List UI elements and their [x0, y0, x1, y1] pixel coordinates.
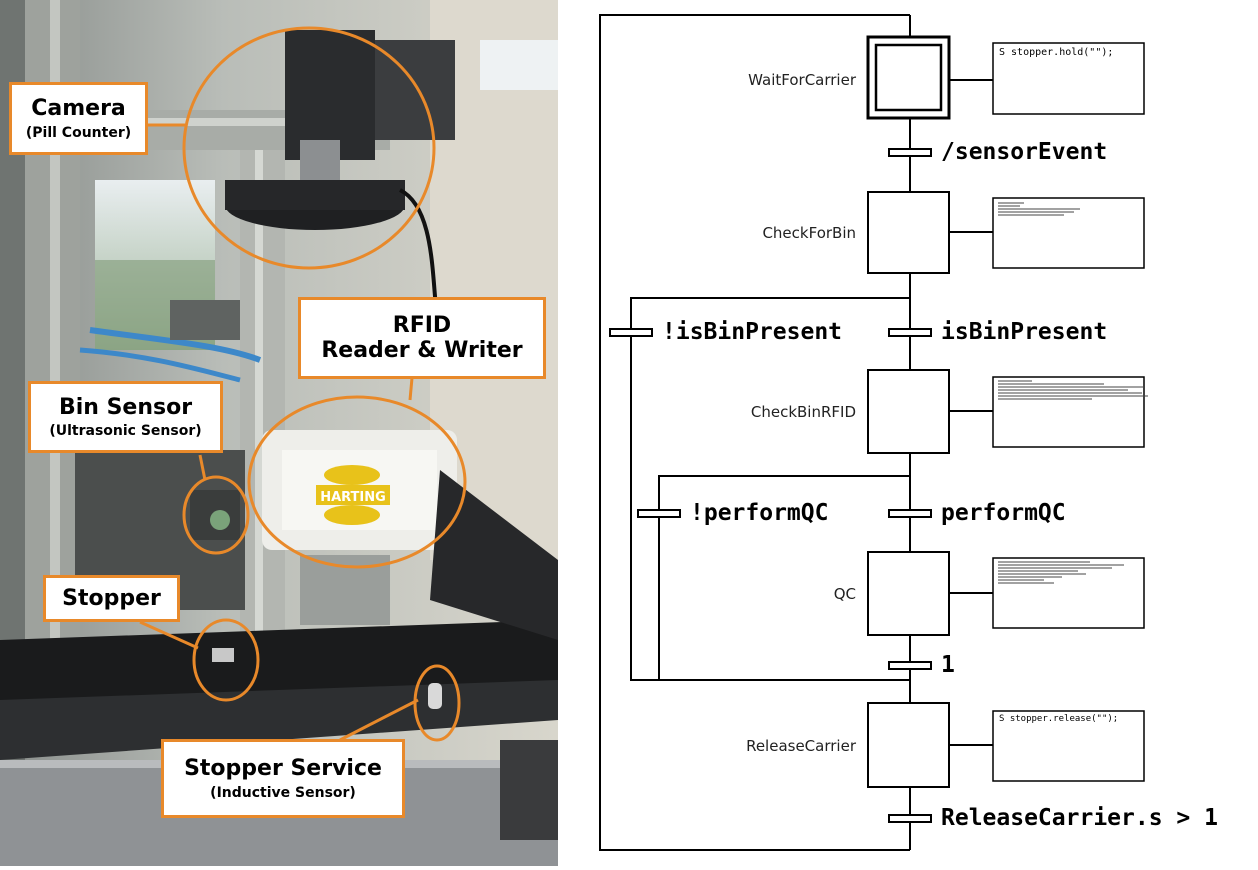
step-qc — [867, 551, 950, 636]
transition-bar-performqc — [888, 509, 932, 518]
camera-highlight — [182, 26, 436, 270]
branch-isbinpresent — [630, 297, 910, 681]
reader-brand-text: HARTING — [320, 490, 386, 505]
transition-bar-not-performqc — [637, 509, 681, 518]
action-box-checkforbin — [992, 197, 1145, 269]
transition-isbinpresent: isBinPresent — [941, 319, 1108, 345]
machine-photo: HARTING Camera (Pill Counter) RFID — [0, 0, 558, 866]
rfid-highlight — [247, 395, 467, 569]
step-label-qc: QC — [833, 585, 856, 603]
transition-one: 1 — [941, 652, 955, 678]
transition-bar-sensorevent — [888, 148, 932, 157]
transition-not-isbinpresent: !isBinPresent — [662, 319, 843, 345]
stopper-service-label: Stopper Service (Inductive Sensor) — [161, 739, 405, 818]
camera-title: Camera — [31, 96, 126, 122]
step-checkforbin — [867, 191, 950, 274]
action-box-checkbinrfid — [992, 376, 1145, 448]
rfid-label: RFID Reader & Writer — [298, 297, 546, 379]
bin-sensor-subtitle: (Ultrasonic Sensor) — [49, 423, 202, 440]
transition-not-performqc: !performQC — [690, 500, 829, 526]
bin-sensor-title: Bin Sensor — [58, 394, 193, 420]
camera-subtitle: (Pill Counter) — [25, 124, 132, 141]
transition-bar-one — [888, 661, 932, 670]
outer-frame — [599, 14, 910, 851]
stopper-service-title: Stopper Service — [184, 756, 382, 782]
action-box-qc — [992, 557, 1145, 629]
step-label-checkforbin: CheckForBin — [762, 224, 856, 242]
rfid-line2: Reader & Writer — [321, 338, 523, 363]
step-label-waitforcarrier: WaitForCarrier — [748, 71, 856, 89]
action-releasecarrier: S stopper.release(""); — [999, 714, 1119, 724]
transition-bar-isbinpresent — [888, 328, 932, 337]
photo-illustration: HARTING — [0, 0, 558, 866]
stopper-label: Stopper — [43, 575, 180, 622]
bin-sensor-label: Bin Sensor (Ultrasonic Sensor) — [28, 381, 223, 453]
step-checkbinrfid — [867, 369, 950, 454]
sfc-graphics — [599, 14, 1148, 851]
step-releasecarrier — [867, 702, 950, 788]
bin-sensor-highlight — [182, 475, 250, 555]
stopper-highlight — [192, 618, 260, 702]
transition-performqc: performQC — [941, 500, 1066, 526]
stopper-title: Stopper — [62, 585, 161, 611]
transition-bar-releasecarrier — [888, 814, 932, 823]
transition-sensorevent: /sensorEvent — [941, 139, 1108, 165]
action-box-releasecarrier — [992, 710, 1145, 782]
stopper-service-subtitle: (Inductive Sensor) — [210, 784, 356, 801]
step-label-releasecarrier: ReleaseCarrier — [746, 737, 856, 755]
action-waitforcarrier: S stopper.hold(""); — [999, 47, 1114, 58]
sfc-diagram: WaitForCarrier CheckForBin CheckBinRFID … — [558, 0, 1258, 866]
step-label-checkbinrfid: CheckBinRFID — [750, 403, 856, 421]
camera-label: Camera (Pill Counter) — [9, 82, 148, 155]
action-box-waitforcarrier — [992, 42, 1145, 115]
rfid-line1: RFID — [392, 312, 452, 338]
transition-bar-not-isbinpresent — [609, 328, 653, 337]
branch-performqc — [658, 475, 910, 680]
transition-releasecarrier: ReleaseCarrier.s > 1 — [941, 805, 1218, 831]
